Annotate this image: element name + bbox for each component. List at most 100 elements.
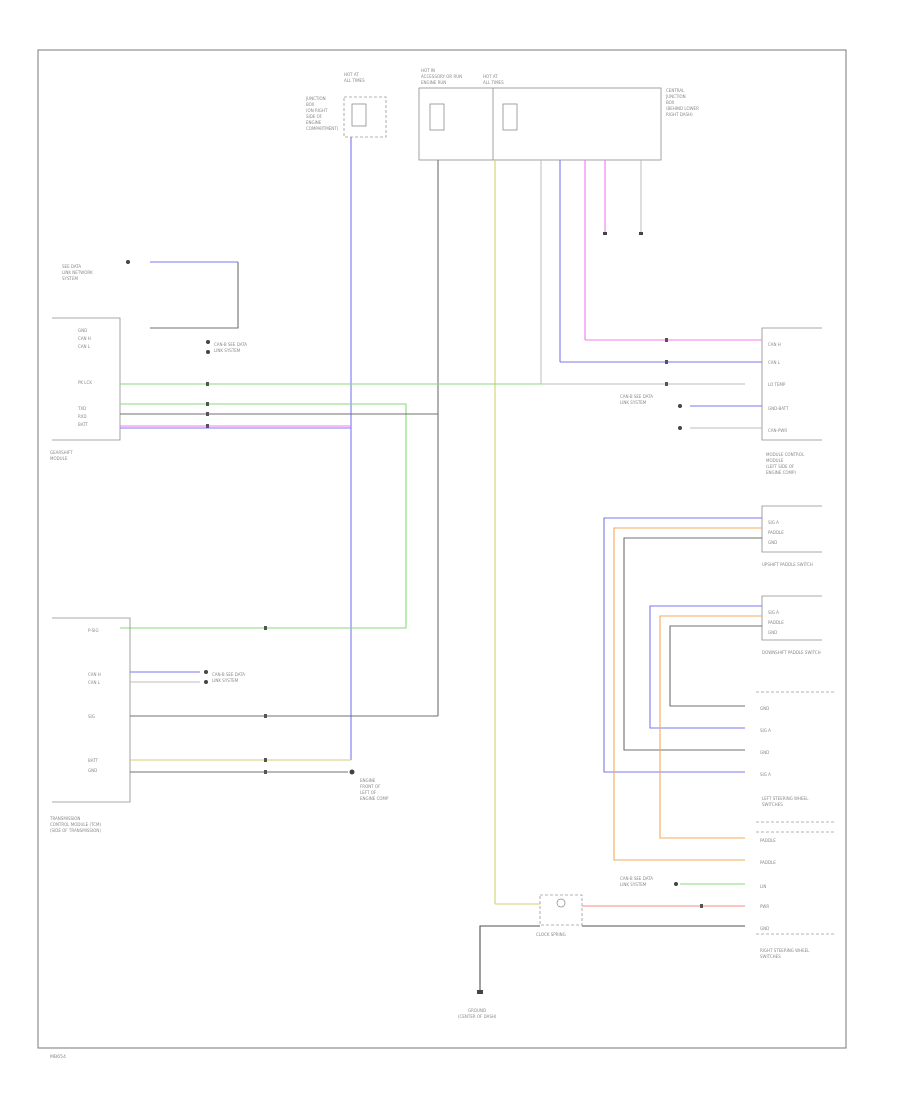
svg-text:HOT IN: HOT IN: [421, 68, 435, 73]
svg-text:PADDLE: PADDLE: [760, 860, 776, 865]
svg-text:CAN-B SEE DATA: CAN-B SEE DATA: [212, 672, 245, 677]
svg-text:GND: GND: [768, 630, 777, 635]
diagram-frame: [37, 49, 847, 1049]
svg-text:SIG: SIG: [88, 714, 95, 719]
svg-text:DOWNSHIFT PADDLE SWITCH: DOWNSHIFT PADDLE SWITCH: [762, 650, 821, 655]
svg-text:CAN L: CAN L: [768, 360, 781, 365]
svg-text:(SIDE OF TRANSMISSION): (SIDE OF TRANSMISSION): [50, 828, 101, 833]
svg-text:SEE DATA: SEE DATA: [62, 264, 81, 269]
svg-text:HOT AT: HOT AT: [483, 74, 498, 79]
svg-text:CAN H: CAN H: [88, 672, 101, 677]
svg-text:LINK NETWORK: LINK NETWORK: [62, 270, 93, 275]
svg-text:TRANSMISSION: TRANSMISSION: [49, 816, 80, 821]
svg-text:TXD: TXD: [77, 406, 86, 411]
svg-text:BATT: BATT: [78, 422, 89, 427]
svg-text:(ON RIGHT: (ON RIGHT: [306, 108, 328, 113]
svg-text:SIDE OF: SIDE OF: [306, 114, 323, 119]
svg-text:GND: GND: [88, 768, 97, 773]
range-sensor-module: CAN H CAN L LO TEMP GND-BATT CAN-PWR MOD…: [761, 327, 822, 475]
svg-text:MODULE: MODULE: [50, 456, 68, 461]
svg-text:PADDLE: PADDLE: [768, 530, 784, 535]
svg-text:ALL TIMES: ALL TIMES: [483, 80, 504, 85]
svg-text:CAN-B SEE DATA: CAN-B SEE DATA: [620, 876, 653, 881]
svg-text:ALL TIMES: ALL TIMES: [344, 78, 365, 83]
wire-paddle-dn-gray: [669, 625, 762, 707]
ground-symbol: [639, 232, 643, 235]
svg-text:SIG A: SIG A: [768, 610, 779, 615]
svg-text:ACCESSORY OR RUN: ACCESSORY OR RUN: [421, 74, 462, 79]
ground-symbol: [603, 232, 607, 235]
svg-text:PADDLE: PADDLE: [768, 620, 784, 625]
svg-text:CAN-PWR: CAN-PWR: [768, 428, 787, 433]
svg-text:BOX: BOX: [306, 102, 315, 107]
wire-paddle-up-orange: [613, 527, 762, 861]
svg-text:FRONT OF: FRONT OF: [360, 784, 381, 789]
svg-text:GND: GND: [760, 926, 769, 931]
svg-text:CAN H: CAN H: [78, 336, 91, 341]
wire-gs-green-loop: [120, 403, 407, 629]
svg-text:CAN L: CAN L: [88, 680, 101, 685]
svg-text:LEFT OF: LEFT OF: [360, 790, 377, 795]
svg-text:PADDLE: PADDLE: [760, 838, 776, 843]
wire-paddle-dn-blue: [649, 605, 762, 729]
wire-gnd-drop: [479, 925, 540, 990]
svg-text:JUNCTION: JUNCTION: [665, 94, 686, 99]
svg-text:SWITCHES: SWITCHES: [762, 802, 783, 807]
svg-text:LIN: LIN: [760, 884, 766, 889]
connector-ticks: [206, 338, 703, 908]
svg-text:GND: GND: [78, 328, 87, 333]
svg-text:GND-BATT: GND-BATT: [768, 406, 789, 411]
svg-text:CLOCK SPRING: CLOCK SPRING: [536, 932, 566, 937]
svg-text:CAN H: CAN H: [768, 342, 781, 347]
svg-text:(CENTER OF DASH): (CENTER OF DASH): [458, 1014, 497, 1019]
svg-text:CAN-B SEE DATA: CAN-B SEE DATA: [214, 342, 247, 347]
svg-text:GROUND: GROUND: [468, 1008, 486, 1013]
svg-text:GND: GND: [760, 706, 769, 711]
svg-text:GEARSHIFT: GEARSHIFT: [50, 450, 73, 455]
svg-text:CONTROL MODULE (TCM): CONTROL MODULE (TCM): [50, 822, 101, 827]
svg-text:LEFT STEERING WHEEL: LEFT STEERING WHEEL: [762, 796, 809, 801]
svg-text:PK LCK: PK LCK: [78, 380, 92, 385]
svg-text:SIG A: SIG A: [760, 772, 771, 777]
svg-text:ENGINE RUN: ENGINE RUN: [421, 80, 446, 85]
ground-symbol: [477, 990, 483, 994]
svg-text:JUNCTION: JUNCTION: [305, 96, 326, 101]
svg-text:P-SIG: P-SIG: [88, 628, 99, 633]
svg-text:(LEFT SIDE OF: (LEFT SIDE OF: [766, 464, 795, 469]
svg-text:BATT: BATT: [88, 758, 99, 763]
connector-top-left: SEE DATA LINK NETWORK SYSTEM: [62, 260, 239, 329]
down-shift-paddle-switch: SIG A PADDLE GND DOWNSHIFT PADDLE SWITCH: [761, 595, 822, 655]
svg-text:ENGINE: ENGINE: [306, 120, 322, 125]
svg-text:LINK SYSTEM: LINK SYSTEM: [212, 678, 239, 683]
svg-text:CAN-B SEE DATA: CAN-B SEE DATA: [620, 394, 653, 399]
central-junction-box: HOT IN ACCESSORY OR RUN ENGINE RUN HOT A…: [418, 68, 699, 161]
clock-spring: CLOCK SPRING: [536, 894, 583, 937]
svg-text:LO TEMP: LO TEMP: [768, 382, 786, 387]
gearshift-module: GEARSHIFT MODULE GND CAN H CAN L PK LCK …: [50, 317, 121, 461]
svg-text:MODULE: MODULE: [766, 458, 784, 463]
svg-text:CENTRAL: CENTRAL: [666, 88, 685, 93]
svg-text:BOX: BOX: [666, 100, 675, 105]
svg-text:MODULE CONTROL: MODULE CONTROL: [766, 452, 805, 457]
svg-text:RIGHT STEERING WHEEL: RIGHT STEERING WHEEL: [760, 948, 810, 953]
svg-text:RIGHT DASH): RIGHT DASH): [666, 112, 693, 117]
splice: [206, 340, 210, 344]
transmission-control-module: TRANSMISSION CONTROL MODULE (TCM) (SIDE …: [49, 617, 131, 833]
svg-text:GND: GND: [760, 750, 769, 755]
svg-text:LINK SYSTEM: LINK SYSTEM: [620, 882, 647, 887]
svg-text:LINK SYSTEM: LINK SYSTEM: [620, 400, 647, 405]
svg-text:(BEHIND LOWER: (BEHIND LOWER: [666, 106, 699, 111]
svg-text:PWR: PWR: [760, 904, 769, 909]
splice: [206, 350, 210, 354]
svg-text:COMPARTMENT): COMPARTMENT): [306, 126, 339, 131]
svg-text:SYSTEM: SYSTEM: [62, 276, 78, 281]
left-steering-wheel-switch: GND SIG A GND SIG A LEFT STEERING WHEEL …: [756, 691, 836, 823]
svg-text:ENGINE COMP: ENGINE COMP: [360, 796, 389, 801]
svg-text:RXD: RXD: [78, 414, 87, 419]
right-steering-wheel-switch: PADDLE PADDLE LIN PWR GND RIGHT STEERING…: [756, 831, 836, 959]
wire-paddle-up-gray: [623, 537, 762, 751]
wire-paddle-up-blue: [603, 517, 762, 773]
fuse-box-left: HOT AT ALL TIMES JUNCTION BOX (ON RIGHT …: [305, 72, 387, 138]
svg-text:UPSHIFT PADDLE SWITCH: UPSHIFT PADDLE SWITCH: [762, 562, 813, 567]
